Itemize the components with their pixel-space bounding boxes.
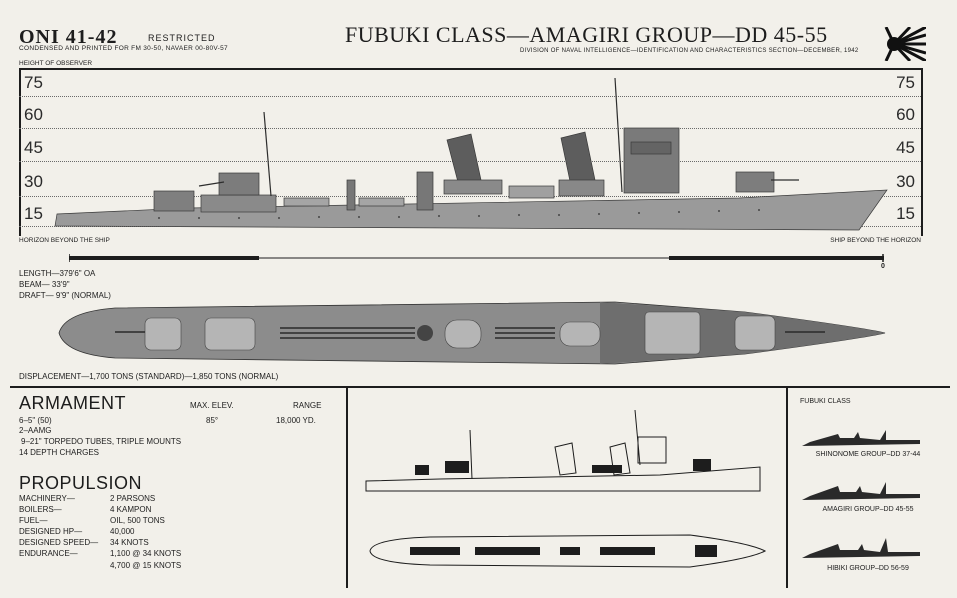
height-label-60-right: 60	[896, 105, 915, 124]
height-line	[19, 196, 921, 197]
height-line	[19, 96, 921, 97]
section-divider	[10, 386, 950, 388]
horizon-beyond-ship-label: HORIZON BEYOND THE SHIP	[19, 237, 110, 244]
height-label-30-right: 30	[896, 172, 915, 191]
hibiki-caption: HIBIKI GROUP–DD 56-59	[827, 565, 909, 572]
guns-elevation: 85°	[206, 416, 219, 425]
propulsion-value: 2 PARSONS	[110, 494, 156, 503]
height-label-45-right: 45	[896, 138, 915, 157]
aa-line: 2–AAMG	[19, 426, 52, 435]
propulsion-label: BOILERS—	[19, 505, 62, 514]
amagiri-caption: AMAGIRI GROUP–DD 45-55	[822, 506, 914, 513]
propulsion-label: DESIGNED HP—	[19, 527, 83, 536]
propulsion-heading: PROPULSION	[19, 473, 143, 493]
range-header: RANGE	[293, 401, 322, 410]
guns-range: 18,000 YD.	[276, 416, 316, 425]
oni-number: ONI 41-42	[19, 26, 118, 48]
page-title: FUBUKI CLASS—AMAGIRI GROUP—DD 45-55	[345, 22, 828, 47]
propulsion-value: OIL, 500 TONS	[110, 516, 165, 525]
hibiki-silhouette	[802, 538, 920, 558]
ship-line-drawings	[365, 409, 767, 568]
guns-line: 6–5" (50)	[19, 416, 52, 425]
length-value: LENGTH—379'6" OA	[19, 269, 96, 278]
print-subtitle: CONDENSED AND PRINTED FOR FM 30-50, NAVA…	[19, 45, 228, 52]
propulsion-label: MACHINERY—	[19, 494, 75, 503]
profile-frame	[19, 68, 923, 236]
propulsion-label: DESIGNED SPEED—	[19, 538, 99, 547]
height-label-45: 45	[24, 138, 43, 157]
amagiri-silhouette	[802, 482, 920, 500]
height-label-75: 75	[24, 73, 43, 92]
torpedo-line: 9–21" TORPEDO TUBES, TRIPLE MOUNTS	[21, 437, 182, 446]
ship-plan-view-illustration	[58, 301, 886, 365]
height-label-75-right: 75	[896, 73, 915, 92]
propulsion-value: 4 KAMPON	[110, 505, 152, 514]
depth-charge-line: 14 DEPTH CHARGES	[19, 448, 100, 457]
propulsion-label: FUEL—	[19, 516, 48, 525]
classification-label: RESTRICTED	[148, 33, 216, 43]
max-elevation-header: MAX. ELEV.	[190, 401, 234, 410]
scale-zero-label: 0	[881, 263, 885, 270]
division-line: DIVISION OF NAVAL INTELLIGENCE—IDENTIFIC…	[520, 48, 859, 54]
height-label-60: 60	[24, 105, 43, 124]
shinonome-caption: SHINONOME GROUP–DD 37-44	[815, 451, 921, 458]
class-panel-heading: FUBUKI CLASS	[800, 398, 851, 405]
dimensions-block: LENGTH—379'6" OA BEAM— 33'9" DRAFT— 9'9"…	[19, 268, 111, 301]
shinonome-silhouette	[802, 430, 920, 446]
column-divider	[786, 388, 788, 588]
draft-value: DRAFT— 9'9" (NORMAL)	[19, 291, 111, 300]
propulsion-label: ENDURANCE—	[19, 549, 78, 558]
height-of-observer-label: HEIGHT OF OBSERVER	[19, 60, 93, 67]
propulsion-value: 1,100 @ 34 KNOTS	[110, 549, 182, 558]
beam-value: BEAM— 33'9"	[19, 280, 70, 289]
rising-sun-flag-icon	[880, 27, 926, 61]
propulsion-value: 40,000	[110, 527, 135, 536]
ship-beyond-horizon-label: SHIP BEYOND THE HORIZON	[830, 237, 921, 244]
armament-heading: ARMAMENT	[19, 393, 126, 413]
column-divider	[346, 388, 348, 588]
height-line	[19, 128, 921, 129]
propulsion-value: 4,700 @ 15 KNOTS	[110, 561, 182, 570]
height-label-30: 30	[24, 172, 43, 191]
displacement-line: DISPLACEMENT—1,700 TONS (STANDARD)—1,850…	[19, 372, 279, 381]
height-label-15-right: 15	[896, 204, 915, 223]
ship-profile-illustration	[54, 77, 888, 231]
propulsion-value: 34 KNOTS	[110, 538, 149, 547]
height-label-15: 15	[24, 204, 43, 223]
distance-scale-bar	[69, 254, 884, 262]
